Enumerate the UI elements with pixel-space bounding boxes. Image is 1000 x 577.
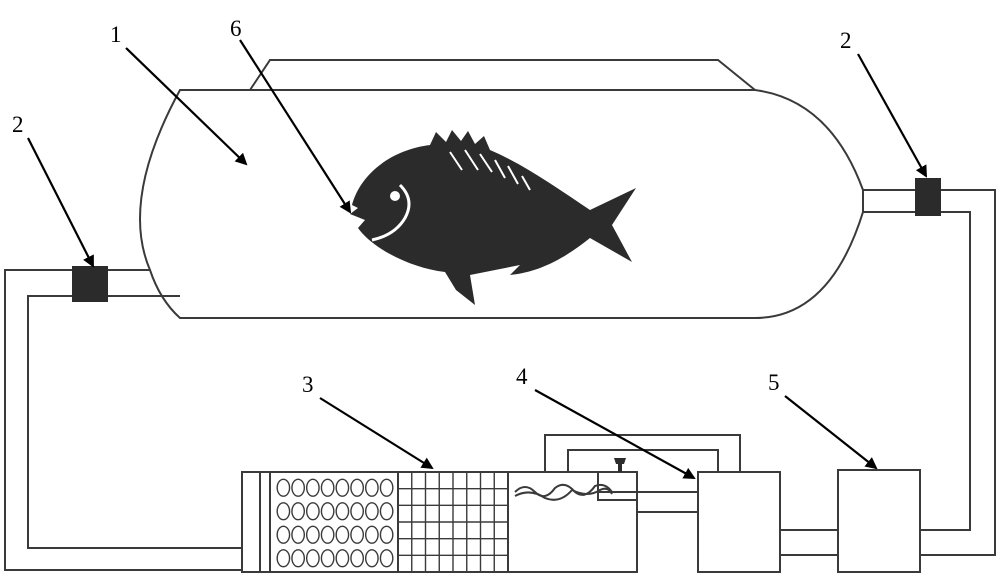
label-valve-right: 2 — [840, 28, 852, 53]
filter-unit — [241, 471, 638, 573]
valve-right — [915, 178, 941, 216]
filter-ball — [305, 549, 320, 568]
filter-ball — [350, 478, 365, 497]
filter-ball — [291, 549, 306, 568]
filter-ball — [379, 525, 394, 544]
filter-ball — [276, 549, 291, 568]
filter-grid-media — [398, 472, 508, 572]
filter-ball — [305, 478, 320, 497]
filter-ball — [350, 525, 365, 544]
pump — [780, 469, 921, 573]
filter-ball — [291, 525, 306, 544]
label-fish: 6 — [230, 16, 242, 41]
label-tank: 1 — [110, 22, 122, 47]
filter-ball — [335, 549, 350, 568]
filter-ball — [364, 478, 379, 497]
filter-ball — [379, 478, 394, 497]
leader-arrows — [27, 39, 927, 479]
filter-ball — [350, 502, 365, 521]
filter-ball — [364, 525, 379, 544]
filter-ball — [320, 549, 335, 568]
filter-ball — [350, 549, 365, 568]
filter-ball — [364, 502, 379, 521]
outlet-pipe — [863, 189, 996, 556]
filter-ball — [335, 525, 350, 544]
label-filter: 3 — [302, 372, 314, 397]
filter-ball — [335, 502, 350, 521]
filter-ball — [291, 502, 306, 521]
filter-ball — [276, 525, 291, 544]
filter-ball — [320, 502, 335, 521]
filter-ball — [291, 478, 306, 497]
filter-ball-media — [276, 478, 394, 568]
label-valve-left: 2 — [12, 112, 24, 137]
filter-ball — [305, 525, 320, 544]
heater-chamber — [544, 434, 781, 573]
filter-ball — [379, 549, 394, 568]
filter-ball — [320, 478, 335, 497]
fish-tank — [139, 59, 864, 319]
filter-ball — [276, 478, 291, 497]
label-heater: 4 — [516, 364, 528, 389]
return-pipe — [4, 269, 242, 571]
label-pump: 5 — [768, 370, 780, 395]
fish-silhouette — [350, 130, 636, 305]
filter-ball — [320, 525, 335, 544]
filter-ball — [276, 502, 291, 521]
valve-left — [72, 266, 108, 302]
filter-ball — [335, 478, 350, 497]
filter-ball — [305, 502, 320, 521]
filter-ball — [379, 502, 394, 521]
filter-ball — [364, 549, 379, 568]
